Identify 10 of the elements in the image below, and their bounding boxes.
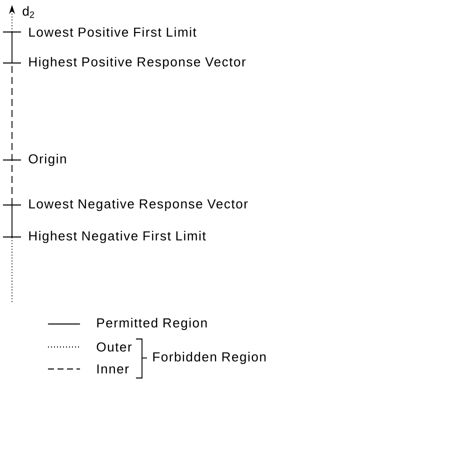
legend-text: Inner [97, 364, 129, 374]
legend-text: Outer [96, 342, 132, 352]
tick-label: Lowest Negative Response Vector [29, 198, 248, 212]
group-label: Forbidden Region [153, 352, 266, 364]
tick-label: Origin [28, 154, 66, 166]
legend-text: Permitted Region [97, 318, 207, 330]
tick-label: Lowest Positive First Limit [29, 27, 196, 37]
axis-label: d$_{2}$ [22, 6, 34, 18]
tick-label: Highest Positive Response Vector [29, 56, 246, 70]
tick-label: Highest Negative First Limit [29, 230, 206, 244]
